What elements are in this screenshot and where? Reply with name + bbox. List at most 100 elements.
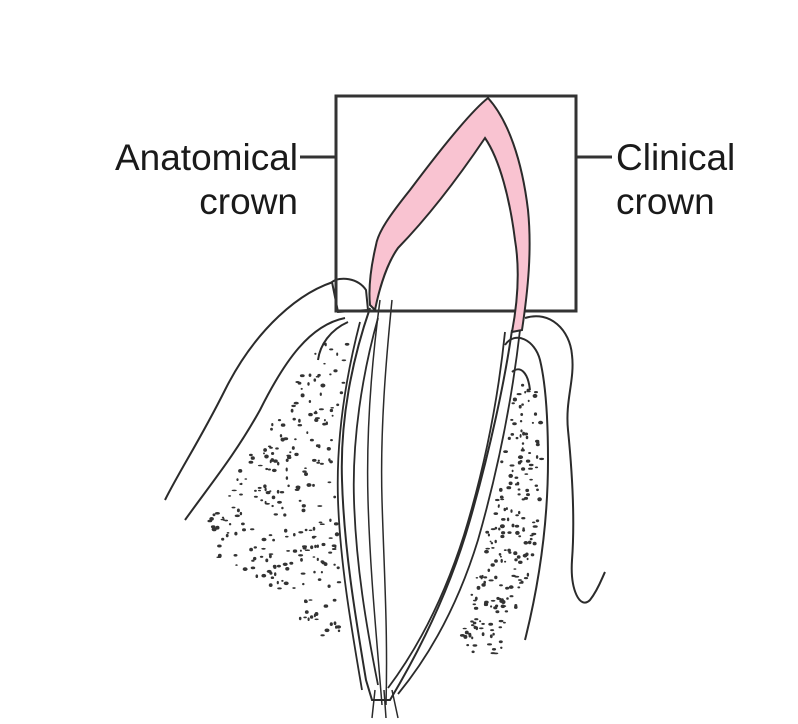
bone-stipple-dot (265, 491, 271, 495)
bone-stipple-dot (468, 633, 472, 638)
bone-stipple-dot (473, 606, 479, 610)
bone-stipple-dot (212, 513, 216, 517)
bone-stipple-dot (264, 500, 267, 505)
bone-stipple-dot (506, 597, 509, 600)
bone-stipple-dot (506, 517, 510, 522)
bone-outline-right (504, 336, 550, 641)
alveolar-bone-stipple-left (207, 342, 350, 637)
bone-stipple-dot (312, 483, 315, 487)
bone-stipple-dot (221, 537, 225, 541)
bone-stipple-dot (239, 511, 243, 516)
bone-stipple-dot (221, 516, 225, 519)
bone-stipple-dot (285, 535, 289, 538)
bone-stipple-dot (274, 572, 277, 577)
bone-stipple-dot (483, 576, 488, 579)
bone-stipple-dot (250, 566, 256, 570)
bone-stipple-dot (253, 546, 257, 549)
bone-stipple-dot (525, 488, 530, 493)
bone-stipple-dot (480, 577, 483, 580)
bone-stipple-dot (269, 554, 272, 559)
bone-stipple-dot (267, 445, 272, 448)
bone-stipple-dot (320, 383, 326, 388)
bone-stipple-dot (332, 598, 337, 602)
bone-stipple-dot (510, 418, 514, 421)
bone-stipple-dot (281, 579, 284, 582)
bone-stipple-dot (528, 463, 534, 467)
bone-stipple-dot (535, 439, 540, 443)
bone-stipple-dot (479, 627, 484, 630)
bone-stipple-dot (236, 478, 239, 481)
bone-stipple-dot (251, 559, 255, 562)
bone-stipple-dot (244, 478, 248, 480)
bone-stipple-dot (341, 359, 347, 362)
bone-stipple-dot (503, 549, 507, 551)
bone-stipple-dot (261, 537, 267, 542)
bone-stipple-dot (493, 512, 499, 515)
bone-stipple-dot (273, 566, 277, 569)
bone-stipple-dot (516, 555, 521, 559)
bone-stipple-dot (270, 576, 275, 579)
bone-stipple-dot (279, 434, 283, 438)
bone-stipple-dot (241, 522, 245, 526)
bone-stipple-dot (506, 486, 512, 490)
bone-stipple-dot (502, 621, 506, 624)
bone-stipple-dot (336, 403, 340, 407)
bone-stipple-dot (314, 410, 317, 414)
bone-stipple-dot (339, 391, 344, 395)
bone-stipple-dot (211, 527, 217, 532)
bone-stipple-dot (499, 555, 502, 558)
bone-stipple-dot (471, 650, 475, 654)
bone-stipple-dot (501, 496, 504, 499)
bone-stipple-dot (285, 458, 289, 462)
bone-stipple-dot (515, 514, 519, 517)
bone-stipple-dot (225, 533, 229, 538)
bone-stipple-dot (285, 467, 288, 472)
bone-stipple-dot (224, 519, 229, 522)
bone-stipple-dot (239, 483, 243, 485)
bone-stipple-dot (521, 498, 525, 501)
bone-stipple-dot (271, 468, 277, 473)
bone-stipple-dot (525, 552, 529, 557)
bone-stipple-dot (271, 423, 274, 427)
bone-stipple-dot (498, 527, 501, 531)
bone-stipple-dot (315, 417, 320, 420)
bone-crest-left (317, 321, 349, 361)
bone-stipple-dot (498, 626, 503, 629)
bone-stipple-dot (231, 489, 237, 492)
bone-stipple-dot (301, 504, 306, 508)
bone-stipple-dot (280, 437, 285, 442)
bone-stipple-dot (495, 610, 500, 614)
bone-stipple-dot (287, 455, 292, 460)
bone-stipple-dot (318, 521, 323, 524)
bone-stipple-dot (313, 570, 316, 574)
bone-stipple-dot (508, 585, 514, 589)
bone-stipple-dot (519, 434, 522, 438)
bone-stipple-dot (518, 404, 522, 409)
bone-stipple-dot (333, 522, 339, 526)
bone-stipple-dot (514, 575, 520, 578)
bone-stipple-dot (293, 533, 296, 537)
bone-stipple-dot (296, 487, 301, 490)
bone-stipple-dot (329, 408, 334, 413)
bone-stipple-dot (228, 523, 232, 526)
bone-stipple-dot (308, 412, 313, 417)
bone-stipple-dot (528, 452, 532, 454)
bone-stipple-dot (310, 545, 314, 550)
bone-stipple-dot (285, 567, 290, 571)
bone-stipple-dot (501, 518, 506, 521)
bone-stipple-dot (522, 528, 526, 532)
bone-stipple-dot (521, 383, 525, 387)
bone-stipple-dot (319, 523, 325, 525)
bone-stipple-dot (298, 531, 304, 534)
bone-stipple-dot (532, 525, 538, 528)
bone-stipple-dot (325, 421, 328, 426)
bone-stipple-dot (518, 535, 522, 538)
bone-stipple-dot (464, 630, 469, 635)
bone-stipple-dot (487, 643, 492, 646)
bone-stipple-dot (519, 420, 523, 423)
bone-stipple-dot (331, 548, 337, 550)
bone-stipple-dot (300, 387, 303, 390)
bone-stipple-dot (272, 538, 275, 542)
bone-stipple-dot (294, 438, 297, 441)
